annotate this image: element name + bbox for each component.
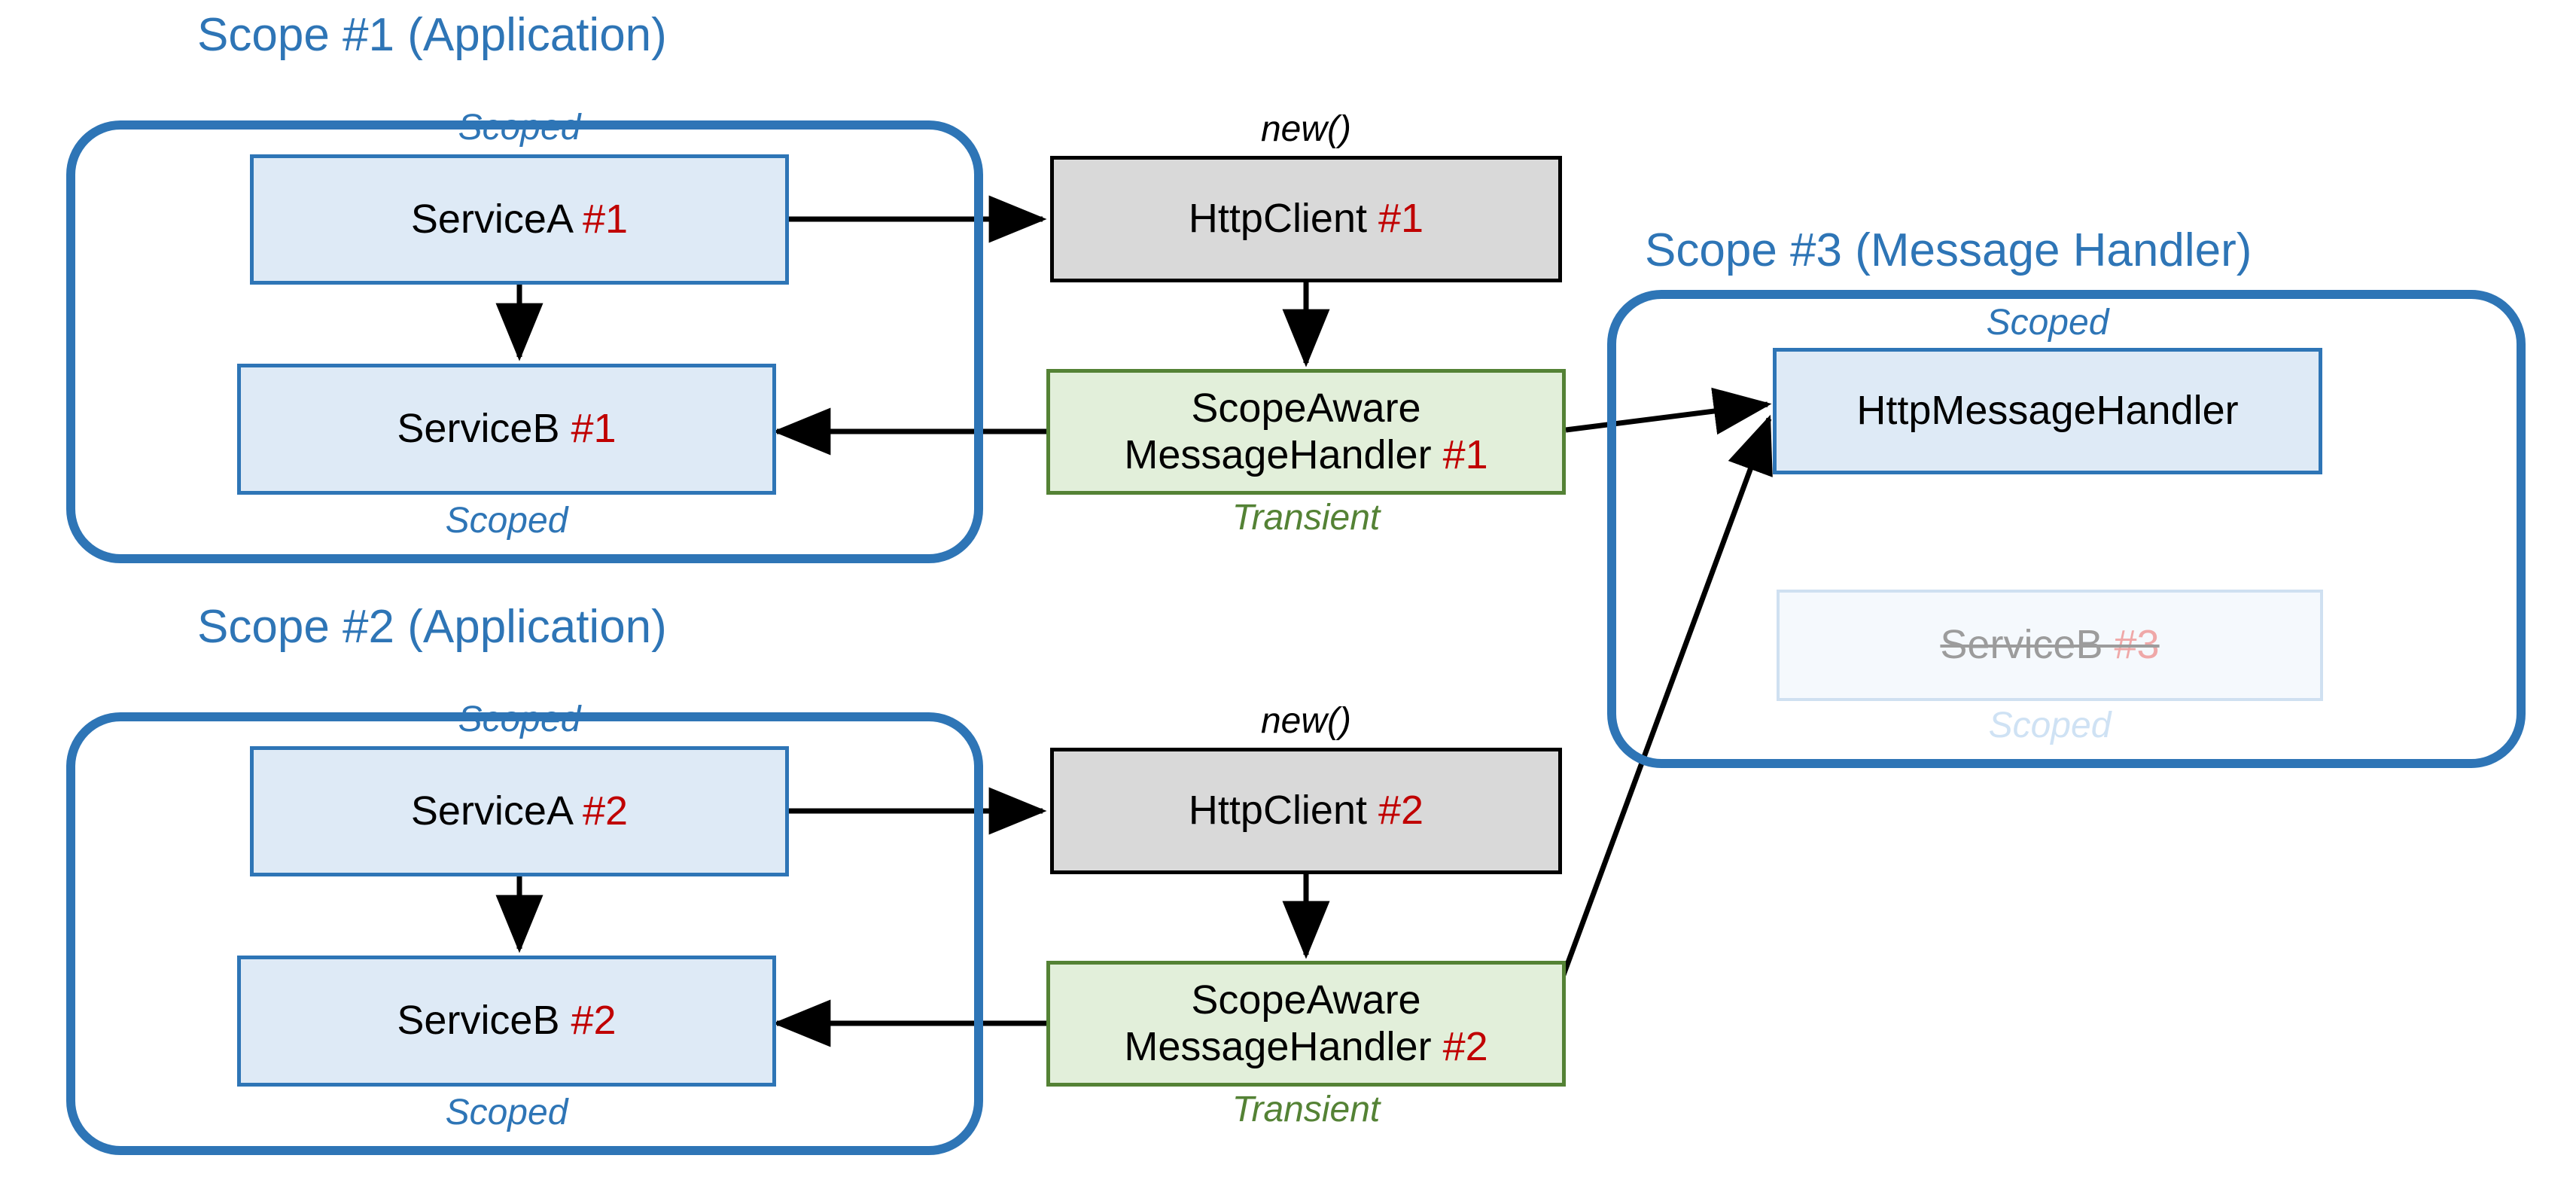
node-serviceb-3[interactable]: ServiceB #3	[1777, 590, 2323, 701]
node-servicea-1-number: #1	[583, 196, 629, 242]
node-servicea-1[interactable]: ServiceA #1	[250, 154, 789, 285]
lifetime-label-serviceb3: Scoped	[1988, 706, 2112, 745]
node-serviceb-1-label: ServiceB	[397, 406, 560, 452]
scope-container-3	[1607, 290, 2526, 768]
scope-container-2	[66, 712, 983, 1155]
node-serviceb-3-label: ServiceB	[1940, 622, 2103, 668]
node-httpclient-2-number: #2	[1378, 788, 1424, 834]
scope-title-2: Scope #2 (Application)	[197, 601, 667, 653]
node-scopeaware-handler-2-line2: MessageHandler	[1124, 1023, 1432, 1069]
node-serviceb-2-label: ServiceB	[397, 998, 560, 1044]
scope-title-3: Scope #3 (Message Handler)	[1645, 224, 2252, 276]
node-servicea-1-label: ServiceA	[410, 196, 571, 242]
lifetime-label-serviceb2: Scoped	[445, 1093, 568, 1132]
node-httpclient-2-label: HttpClient	[1188, 788, 1367, 834]
node-httpmessagehandler[interactable]: HttpMessageHandler	[1773, 348, 2322, 474]
scope-container-1	[66, 120, 983, 563]
node-httpclient-1-label: HttpClient	[1188, 196, 1367, 242]
node-scopeaware-handler-2-number: #2	[1442, 1023, 1488, 1069]
node-httpclient-1[interactable]: HttpClient #1	[1050, 156, 1562, 282]
lifetime-label-httpclient1: new()	[1260, 109, 1352, 149]
node-httpmessagehandler-label: HttpMessageHandler	[1856, 388, 2239, 434]
lifetime-label-httpmessagehandler: Scoped	[1986, 303, 2109, 343]
node-scopeaware-handler-1-number: #1	[1442, 431, 1488, 477]
lifetime-label-serviceb1: Scoped	[445, 501, 568, 541]
node-servicea-2-number: #2	[583, 788, 629, 834]
lifetime-label-handler2: Transient	[1232, 1090, 1381, 1129]
node-serviceb-2[interactable]: ServiceB #2	[237, 956, 776, 1087]
node-servicea-2-label: ServiceA	[410, 788, 571, 834]
lifetime-label-servicea2: Scoped	[458, 700, 581, 739]
node-httpclient-2[interactable]: HttpClient #2	[1050, 748, 1562, 874]
node-scopeaware-handler-1-line1: ScopeAware	[1191, 385, 1421, 431]
node-serviceb-1-number: #1	[571, 406, 617, 452]
node-serviceb-2-number: #2	[571, 998, 617, 1044]
node-httpclient-1-number: #1	[1378, 196, 1424, 242]
node-scopeaware-handler-2[interactable]: ScopeAware MessageHandler #2	[1046, 961, 1566, 1087]
node-servicea-2[interactable]: ServiceA #2	[250, 746, 789, 876]
lifetime-label-handler1: Transient	[1232, 498, 1381, 538]
lifetime-label-servicea1: Scoped	[458, 108, 581, 148]
lifetime-label-httpclient2: new()	[1260, 701, 1352, 741]
scope-title-1: Scope #1 (Application)	[197, 9, 667, 61]
node-scopeaware-handler-1[interactable]: ScopeAware MessageHandler #1	[1046, 369, 1566, 495]
node-serviceb-3-number: #3	[2114, 622, 2160, 668]
node-serviceb-1[interactable]: ServiceB #1	[237, 364, 776, 495]
node-scopeaware-handler-1-line2: MessageHandler	[1124, 431, 1432, 477]
node-scopeaware-handler-2-line1: ScopeAware	[1191, 977, 1421, 1023]
